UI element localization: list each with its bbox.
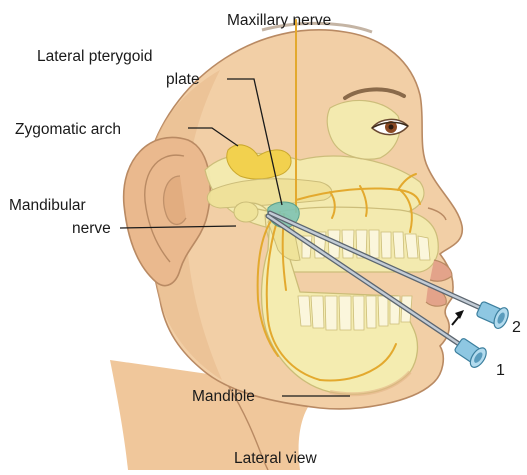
label-mandibular-nerve-line2: nerve: [72, 220, 111, 237]
needle-2-hub: [475, 298, 511, 330]
label-needle-2: 2: [512, 319, 521, 336]
label-zygomatic-arch: Zygomatic arch: [15, 121, 121, 138]
caption-lateral-view: Lateral view: [234, 450, 318, 467]
label-mandible: Mandible: [192, 388, 255, 405]
label-lateral-pterygoid-line2: plate: [166, 71, 200, 88]
label-lateral-pterygoid-line1: Lateral pterygoid: [37, 48, 152, 65]
label-needle-1: 1: [496, 362, 505, 379]
label-mandibular-nerve-line1: Mandibular: [9, 197, 86, 214]
redirect-arrow-icon: [452, 310, 464, 325]
label-maxillary-nerve: Maxillary nerve: [227, 12, 331, 29]
